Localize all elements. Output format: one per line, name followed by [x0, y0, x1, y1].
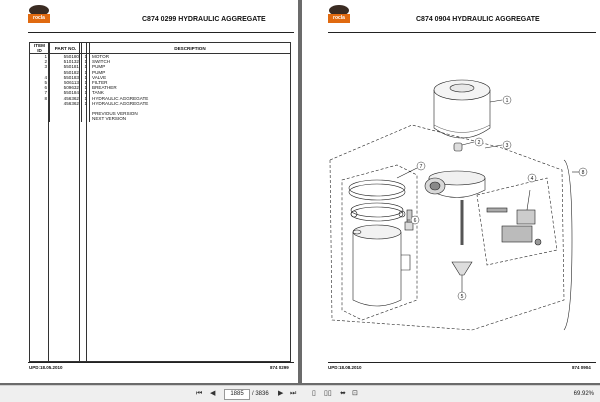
footer-date: UPD:18.08.2010 [328, 365, 362, 370]
viewer-toolbar: ⏮ ◀ 1885 / 3836 ▶ ⏭ ▯ ▯▯ ⬌ ⊡ 69.92% [0, 385, 600, 402]
callout-6 [410, 215, 420, 225]
pdf-page-left: rocla C874 0299 HYDRAULIC AGGREGATE ITEM… [0, 0, 298, 383]
page-title: C874 0904 HYDRAULIC AGGREGATE [416, 16, 540, 23]
description-cell: HYDRAULIC AGGREGATE [89, 95, 291, 101]
callout-4 [527, 173, 537, 183]
callout-5 [457, 291, 467, 301]
callout-3 [502, 140, 512, 150]
col-header-qty [81, 42, 90, 54]
callout-1 [502, 95, 512, 105]
callout-2 [474, 137, 484, 147]
col-header-description: DESCRIPTION [89, 42, 291, 54]
column-divider [79, 42, 80, 362]
callout-1-label: 1 [506, 98, 509, 104]
description-cell: NEXT VERSION [89, 116, 291, 122]
callout-8-label: 8 [582, 170, 585, 176]
header-rule [328, 32, 596, 33]
header-rule [28, 32, 294, 33]
previous-page-icon[interactable]: ◀ [210, 390, 216, 397]
description-cell: FILTER [89, 80, 291, 86]
description-cell: HYDRAULIC AGGREGATE [89, 100, 291, 107]
two-page-view-icon[interactable]: ▯▯ [324, 390, 332, 397]
description-cell: MOTOR [89, 53, 291, 60]
callout-4-label: 4 [531, 176, 534, 182]
rocla-logo: rocla [28, 5, 50, 29]
footer-rule [28, 362, 294, 363]
description-cell: PUMP [89, 69, 291, 75]
description-cell: TANK [89, 90, 291, 96]
description-cell: PUMP [89, 64, 291, 70]
description-cell: PREVIOUS VERSION [89, 111, 291, 117]
last-page-icon[interactable]: ⏭ [290, 390, 297, 397]
description-cell: SWITCH [89, 59, 291, 65]
footer-rule [328, 362, 596, 363]
callout-2-label: 2 [478, 140, 481, 146]
zoom-level[interactable]: 69.92% [573, 391, 594, 397]
description-cell: BREATHER [89, 85, 291, 91]
pdf-page-right: rocla C874 0904 HYDRAULIC AGGREGATE [302, 0, 600, 383]
logo-text: rocla [328, 14, 350, 23]
table-row: NEXT VERSION [29, 116, 291, 122]
callout-6-label: 6 [414, 218, 417, 224]
exploded-diagram: 1 2 3 4 5 6 7 8 [329, 79, 588, 331]
callout-7 [416, 161, 426, 171]
table-row [29, 106, 291, 112]
group-outline [329, 159, 473, 331]
callout-5-label: 5 [461, 294, 464, 300]
callout-7-label: 7 [420, 164, 423, 170]
item-id-cell [29, 116, 50, 122]
logo-text: rocla [28, 14, 50, 23]
page-total: / 3836 [252, 391, 269, 397]
fit-width-icon[interactable]: ⬌ [340, 390, 346, 397]
col-header-item: ITEM ID [29, 42, 50, 54]
fit-page-icon[interactable]: ⊡ [352, 390, 358, 397]
first-page-icon[interactable]: ⏮ [196, 390, 203, 397]
callout-3-label: 3 [506, 143, 509, 149]
single-page-view-icon[interactable]: ▯ [312, 390, 316, 397]
column-divider [48, 42, 49, 362]
footer-doc-number: 874 0299 [270, 365, 289, 370]
table-row: PREVIOUS VERSION [29, 111, 291, 117]
rocla-logo: rocla [328, 5, 350, 29]
column-divider [86, 42, 87, 362]
footer-doc-number: 874 0904 [572, 365, 591, 370]
table-header-row: ITEM ID PART NO. DESCRIPTION [29, 42, 291, 54]
callout-8 [578, 167, 588, 177]
page-title: C874 0299 HYDRAULIC AGGREGATE [142, 16, 266, 23]
col-header-part: PART NO. [49, 42, 82, 54]
page-number-input[interactable]: 1885 [224, 389, 250, 400]
description-cell [89, 106, 291, 112]
next-page-icon[interactable]: ▶ [278, 390, 284, 397]
description-cell: VALVE [89, 74, 291, 81]
part-number-cell [49, 116, 82, 122]
footer-date: UPD:18.05.2010 [29, 365, 63, 370]
quantity-cell [81, 116, 90, 122]
